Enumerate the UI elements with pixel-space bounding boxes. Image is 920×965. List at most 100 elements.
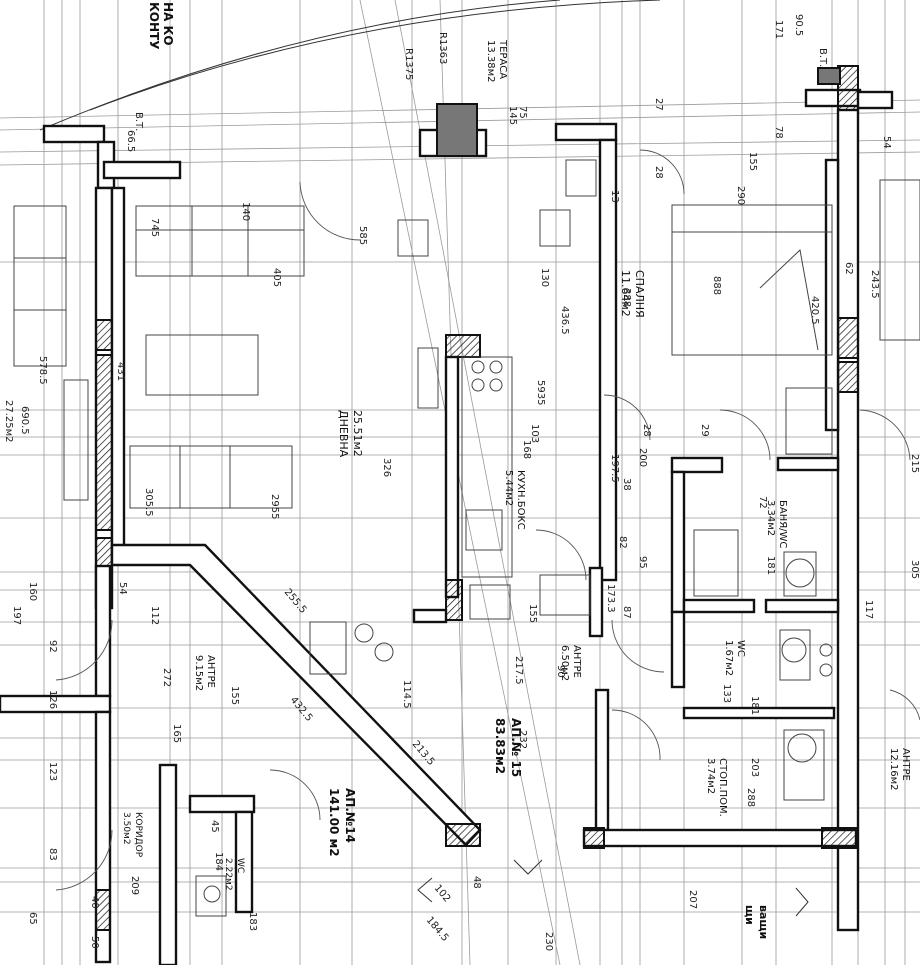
dim-label: 5935 — [535, 380, 546, 405]
dim-label: 54 — [881, 136, 892, 149]
room-area-wc1: 1.67м2 — [723, 640, 734, 676]
room-area-terasa: 13.38м2 — [485, 40, 496, 83]
dim-label: R1363 — [437, 32, 448, 64]
dim-label: 165 — [171, 724, 182, 743]
vt-label-right: В.Т. — [817, 48, 828, 67]
room-name-antre14: АНТРЕ — [205, 655, 216, 688]
dim-label: 117 — [863, 600, 874, 619]
dim-label: 155 — [527, 604, 538, 623]
room-name-antre-right: АНТРЕ — [900, 748, 911, 781]
room-name-wc1: WC — [735, 640, 746, 657]
apartment-14-label: АП.№14 — [343, 788, 357, 843]
bottom-label-2: щи — [743, 905, 756, 925]
bottom-label: ващи — [757, 905, 770, 939]
dim-label: 288 — [745, 788, 756, 807]
dim-label: 168 — [521, 440, 532, 459]
room-name-dnevna: ДНЕВНА — [337, 410, 350, 458]
dim-label: 171 — [773, 20, 784, 39]
dim-label: 197.5 — [609, 454, 620, 483]
entry-arrow-right-icon — [795, 887, 809, 917]
dim-label: 27 — [653, 98, 664, 111]
dim-label: 62 — [843, 262, 854, 275]
dim-label: 82 — [617, 536, 628, 549]
dim-label: 405 — [271, 268, 282, 287]
room-name-spalnia: СПАЛНЯ — [633, 270, 646, 318]
dim-label: 133 — [721, 684, 732, 703]
vt-label-left: В.Т. — [133, 112, 144, 131]
dim-label: 326 — [381, 458, 392, 477]
dim-label: 78 — [773, 126, 784, 139]
dim-label: 388 — [621, 288, 632, 307]
dim-label: 66.5 — [125, 130, 136, 152]
walls — [0, 65, 894, 965]
contour-label-2: НА КО — [161, 2, 175, 46]
dim-label: 83 — [47, 848, 58, 861]
dim-label: 243.5 — [869, 270, 880, 299]
dim-label: 745 — [149, 218, 160, 237]
dim-label: 126 — [47, 690, 58, 709]
dim-label: 114.5 — [401, 680, 412, 709]
dim-label: 578.5 — [37, 356, 48, 385]
dim-label: 155 — [747, 152, 758, 171]
dim-label: 95 — [637, 556, 648, 569]
dim-label: 183 — [247, 912, 258, 931]
dim-label: 197 — [11, 606, 22, 625]
dim-label: 160 — [27, 582, 38, 601]
room-labels: ДНЕВНА 25.51м2 КУХН.БОКС 5.44м2 СПАЛНЯ 1… — [121, 39, 911, 891]
dim-label: 432.5 — [288, 695, 315, 724]
dim-label: 130 — [539, 268, 550, 287]
room-area-antre15: 6.50м2 — [559, 645, 570, 681]
dim-label: 65 — [27, 912, 38, 925]
apartment-14-area: 141.00 м2 — [327, 788, 341, 857]
dim-label: 207 — [687, 890, 698, 909]
dim-label: 184 — [213, 852, 224, 871]
dim-label: 2955 — [269, 494, 280, 519]
dim-label: 585 — [357, 226, 368, 245]
room-name-bania: БАНЯ/WC — [777, 500, 788, 548]
dim-label: 215 — [909, 454, 920, 473]
dim-label: 90 — [555, 665, 566, 678]
dim-label: 436.5 — [559, 306, 570, 335]
dim-label: 255.5 — [282, 587, 309, 616]
dim-label: 90.5 — [793, 14, 804, 36]
dim-label: 28 — [641, 424, 652, 437]
furniture — [13, 159, 920, 917]
dim-label: 305.5 — [143, 488, 154, 517]
dim-label: 181 — [765, 556, 776, 575]
dim-label: R1375 — [403, 48, 414, 80]
room-area-kuhnenski: 5.44м2 — [503, 470, 514, 506]
dim-label: 38 — [621, 478, 632, 491]
contour-label-1: КОНТУ — [147, 2, 161, 50]
room-area-stoppom: 3.74м2 — [705, 758, 716, 794]
dim-label: 217.5 — [513, 656, 524, 685]
room-name-antre15: АНТРЕ — [571, 645, 582, 678]
door-swings — [55, 149, 920, 891]
dim-label: 123 — [47, 762, 58, 781]
apartment-15-label: АП.№ 15 — [509, 718, 523, 777]
room-area-dnevna: 25.51м2 — [351, 410, 364, 457]
room-name-kuhnenski: КУХН.БОКС — [515, 470, 526, 530]
room-area-antre14: 9.15м2 — [193, 655, 204, 691]
apartment-15-area: 83.83м2 — [493, 718, 507, 774]
dim-label: 29 — [699, 424, 710, 437]
dim-label: 888 — [711, 276, 722, 295]
dim-label: 102 — [432, 883, 453, 905]
dim-label: 87 — [621, 606, 632, 619]
room-area-koridor: 3.50м2 — [121, 812, 131, 845]
entry-arrow-icon — [513, 859, 543, 875]
dim-label: 230 — [543, 932, 554, 951]
room-area-antre-right: 12.16м2 — [888, 748, 899, 791]
room-name-koridor: КОРИДОР — [133, 812, 143, 858]
entry-arrow-left-icon — [417, 877, 433, 903]
dim-label: 290 — [735, 186, 746, 205]
apartment-labels: АП.№ 15 83.83м2 АП.№14 141.00 м2 — [327, 718, 523, 857]
dim-label: 173.3 — [605, 584, 616, 613]
dim-label: 431 — [115, 362, 126, 381]
dim-label: 209 — [129, 876, 140, 895]
dim-label: 48 — [471, 876, 482, 889]
left-area-label: 27.25м2 — [3, 400, 14, 443]
dim-label: 140 — [240, 202, 251, 221]
room-area-bania: 3.34м2 — [765, 500, 776, 536]
dim-label: 72 — [757, 496, 768, 509]
